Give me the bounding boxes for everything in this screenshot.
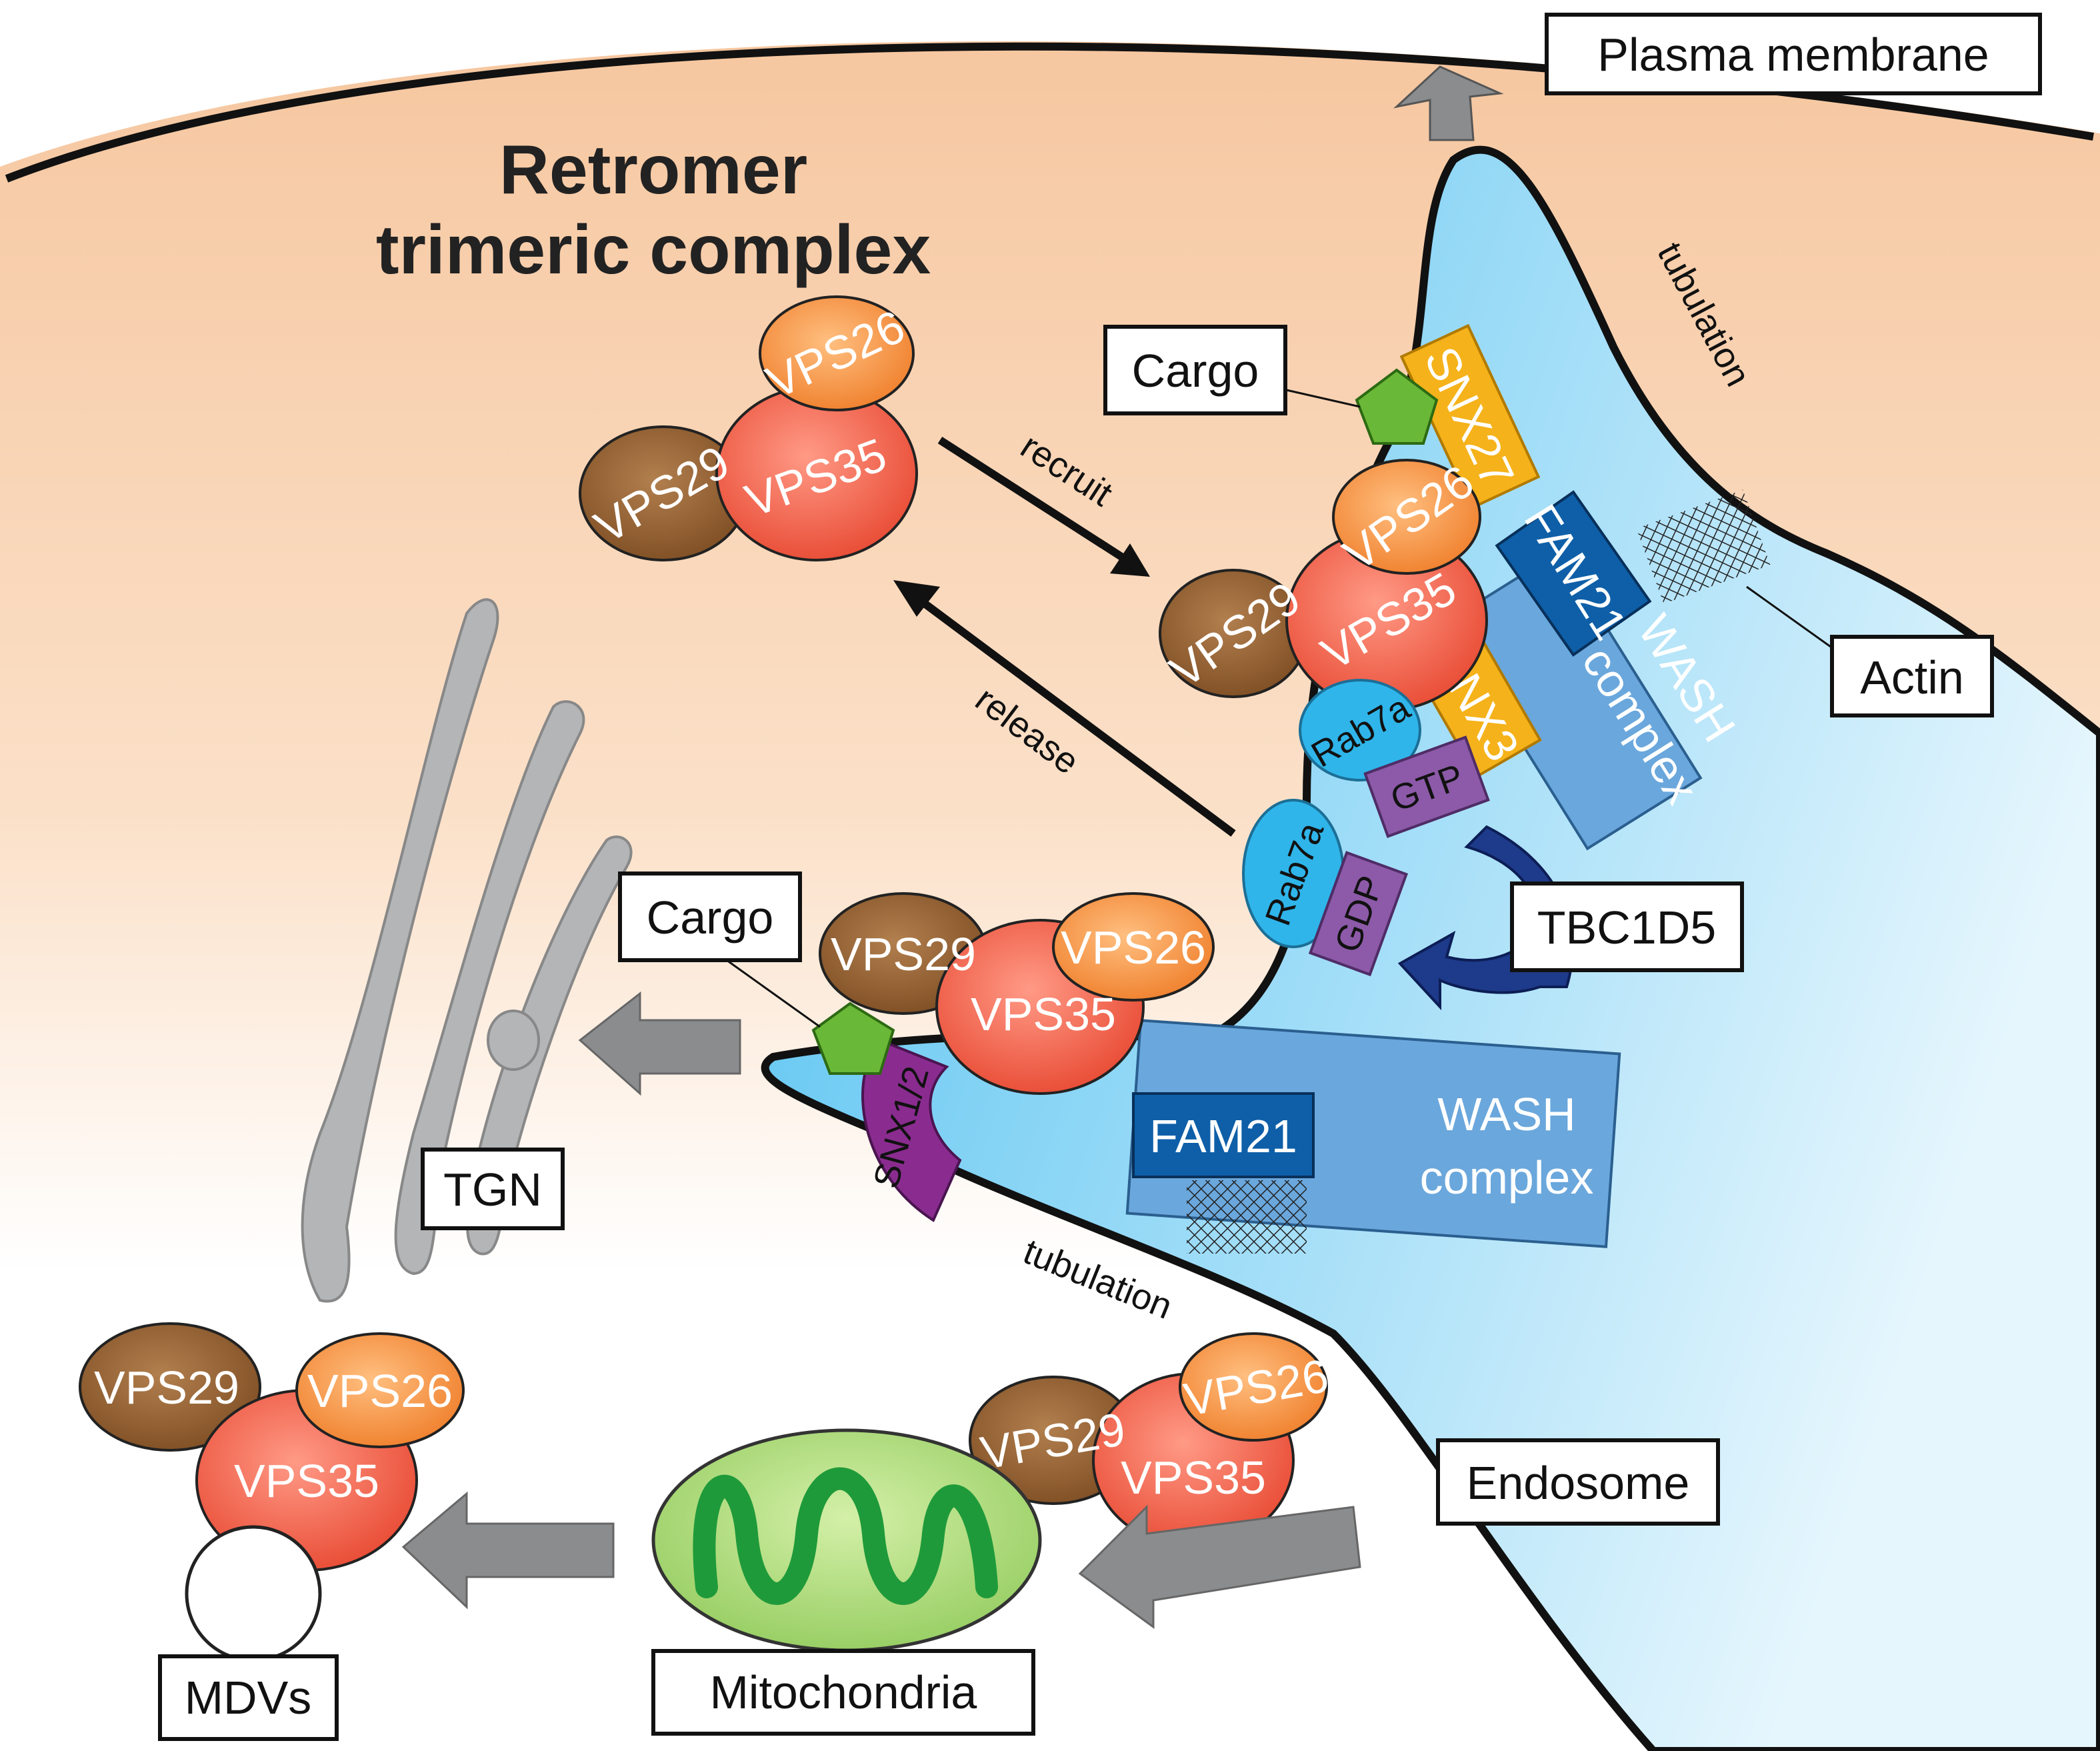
cargo-upper-shape: [1355, 368, 1439, 445]
mdvs-box: [158, 1654, 339, 1741]
recruit-arrowhead: [1110, 543, 1150, 577]
tgn-box: [421, 1148, 565, 1230]
retromer-lower: VPS29 VPS35 VPS26: [819, 892, 1215, 1095]
mitochondria-label: Mitochondria: [710, 1666, 977, 1718]
cargo-lower-label: Cargo: [647, 892, 774, 944]
cargo-upper-label: Cargo: [1132, 345, 1259, 397]
vps35-mdv: VPS35: [234, 1455, 379, 1507]
tgn-label: TGN: [443, 1164, 542, 1216]
rab7a-gdp: Rab7a GDP: [1242, 799, 1409, 977]
endosome-label: Endosome: [1467, 1457, 1690, 1509]
rab7a-gtp: Rab7a GTP: [1299, 679, 1490, 838]
mdvs-label: MDVs: [185, 1672, 312, 1724]
title-line-1: Retromer: [499, 131, 807, 209]
fam21-lower: FAM21: [1132, 1092, 1315, 1178]
recruit-arrow: [937, 436, 1129, 564]
retromer-mito: VPS29 VPS35 VPS26: [969, 1332, 1332, 1548]
tgn-arrow: [578, 991, 741, 1096]
endosome-box: [1436, 1438, 1720, 1526]
title-line-2: trimeric complex: [376, 211, 931, 289]
vps29-lower: VPS29: [831, 928, 976, 980]
retromer-mdv: VPS29 VPS35 VPS26: [79, 1322, 465, 1572]
actin-mesh-upper: [1636, 489, 1771, 604]
wash-lower-line1: WASH: [1437, 1088, 1575, 1140]
plasma-membrane-label: Plasma membrane: [1597, 29, 1989, 81]
mdv-arrow: [401, 1491, 615, 1610]
vps35-lower: VPS35: [971, 988, 1116, 1040]
actin-mesh-lower: [1187, 1180, 1307, 1254]
mitochondria-box: [651, 1649, 1035, 1736]
retromer-endosome: VPS29 VPS35 VPS26: [1159, 455, 1488, 711]
mito-arrow: [1078, 1504, 1361, 1629]
actin-box: [1830, 635, 1994, 717]
retromer-free: VPS29 VPS35 VPS26: [579, 295, 918, 561]
cargo-lower-pointer: [726, 959, 821, 1028]
vps26-lower: VPS26: [1061, 922, 1206, 974]
cargo-upper-box: [1103, 325, 1287, 415]
vps26-mdv: VPS26: [307, 1365, 453, 1417]
cargo-lower-box: [618, 871, 802, 962]
mdv-vesicle: [185, 1525, 322, 1662]
release-arrowhead: [893, 580, 940, 617]
actin-label: Actin: [1860, 651, 1964, 703]
release-arrow: [917, 597, 1236, 837]
mitochondrion: [651, 1428, 1042, 1652]
wash-lower-line2: complex: [1420, 1152, 1594, 1204]
cargo-upper-pointer: [1286, 389, 1361, 408]
actin-pointer: [1746, 585, 1841, 655]
plasma-membrane-box: [1545, 13, 2042, 95]
plasma-membrane-arrow: [1393, 65, 1504, 141]
tbc1d5-label: TBC1D5: [1537, 902, 1716, 954]
tbc1d5-box: [1510, 882, 1744, 972]
fam21-lower-label: FAM21: [1149, 1110, 1297, 1162]
vps29-mdv: VPS29: [94, 1362, 239, 1414]
vps35-mito: VPS35: [1121, 1452, 1266, 1504]
snx12: SNX1/2: [861, 1038, 962, 1222]
